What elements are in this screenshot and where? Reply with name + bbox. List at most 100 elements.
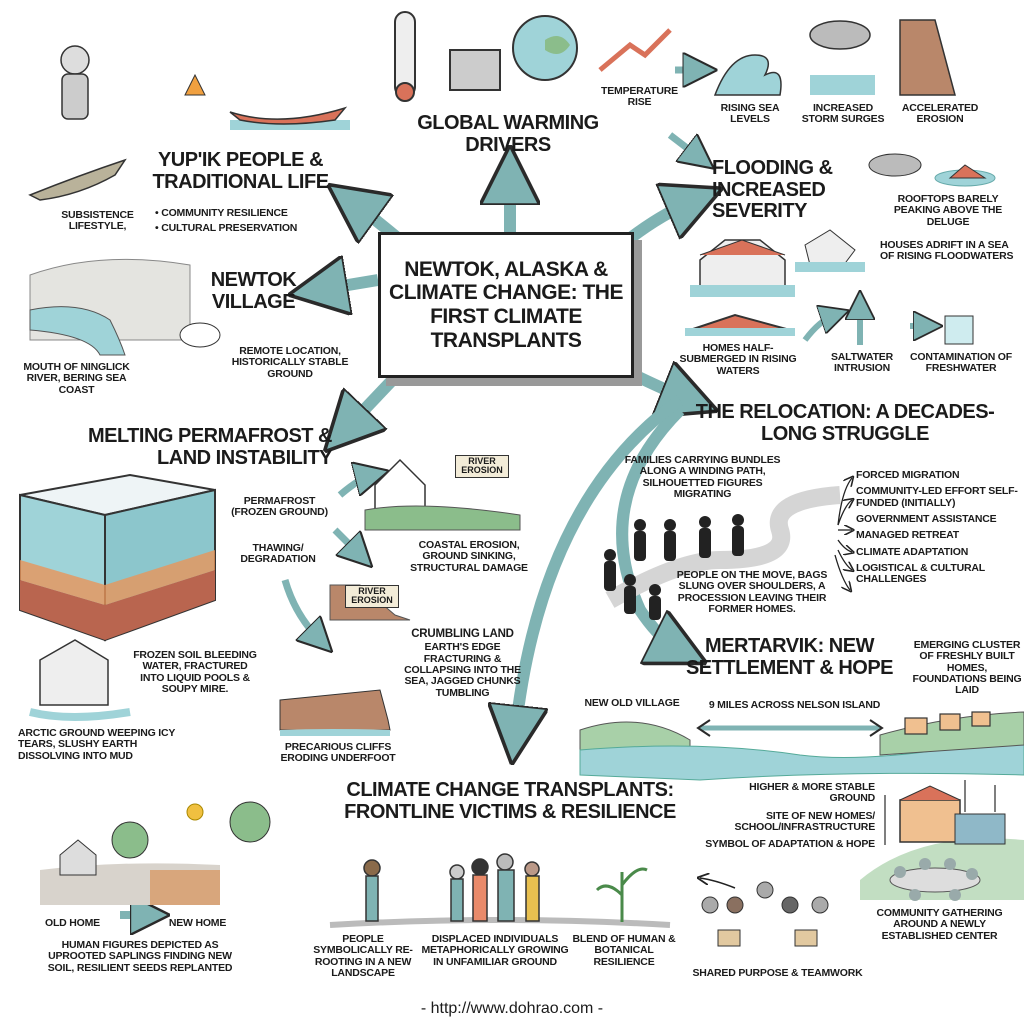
community-gathering-label: Community gathering around a newly estab… (876, 907, 1003, 942)
arrow-to-newtok (318, 280, 379, 290)
yupik-person-icon (60, 45, 90, 75)
contamination-label: Contamination of freshwater (910, 351, 1012, 375)
crumbling-cliff-icon (279, 689, 391, 731)
yupik-bullet-1: • Community Resilience (155, 207, 288, 219)
top-scenes (28, 11, 956, 201)
arrow-to-permafrost (345, 367, 405, 430)
melting-house-icon (39, 639, 109, 706)
symbol-hope-label: Symbol of adaptation & hope (705, 838, 875, 851)
emerging-homes-label: Emerging cluster of freshly built homes,… (912, 639, 1022, 697)
footer-url: - http://www.dohrao.com - (420, 1000, 604, 1017)
crumbling-land-label: Earth's edge fracturing & collapsing int… (404, 641, 521, 699)
transplants-title: Climate Change Transplants: Frontline Vi… (344, 779, 676, 823)
community-figures-icon (894, 858, 978, 901)
arrow-to-relocation (625, 372, 690, 400)
relocation-fan-arrows (834, 478, 852, 590)
wave-icon (713, 54, 782, 96)
central-title: Newtok, Alaska & Climate Change: The Fir… (389, 257, 623, 352)
arrow-drivers-flooding (667, 132, 700, 158)
people-moving-label: People on the move, bags slung over shou… (676, 569, 828, 615)
thought-bubble-house-icon (179, 322, 221, 348)
arrow-perm-1 (337, 475, 372, 498)
eroding-cliff-icon (899, 19, 956, 96)
coastal-erosion-label: Coastal erosion, ground sinking, structu… (410, 539, 528, 574)
frozen-soil-label: Frozen soil bleeding water, fractured in… (133, 649, 257, 695)
temperature-rise-label: Temperature Rise (601, 85, 678, 109)
arrow-to-flooding (624, 200, 695, 245)
school-building-icon (899, 799, 961, 843)
relocation-item-government: Government Assistance (856, 512, 997, 525)
river-erosion-sign-2: River Erosion (345, 585, 399, 608)
kayak-icon (229, 106, 348, 125)
permafrost-frozen-label: Permafrost (Frozen Ground) (231, 495, 328, 519)
homes-submerged-label: Homes half-submerged in rising waters (679, 342, 797, 377)
saplings-label: Human figures depicted as uprooted sapli… (47, 939, 233, 974)
thawing-label: Thawing/ Degradation (240, 542, 316, 566)
gathering-table-icon (889, 867, 981, 893)
subsistence-label: Subsistence Lifestyle, (61, 209, 134, 233)
arrow-perm-3 (281, 579, 320, 640)
crumbling-land-group: Crumbling Land Earth's edge fracturing &… (395, 628, 530, 699)
wind-turbine-icon (884, 780, 996, 845)
relocation-path-scene (604, 486, 841, 620)
yupik-bullets: • Community Resilience • Cultural Preser… (155, 207, 340, 235)
migrating-figures (604, 514, 744, 620)
old-village-label: New Old Village (584, 697, 680, 709)
adrift-house-icon (804, 229, 856, 271)
arrow-perm-2 (332, 527, 360, 555)
flooding-scene (685, 153, 996, 345)
newtok-location-label: Mouth of Ninglick River, Bering Sea Coas… (23, 361, 130, 396)
replanted-tree-icon (229, 801, 271, 843)
central-title-box: Newtok, Alaska & Climate Change: The Fir… (378, 232, 634, 378)
relocation-item-challenges: Logistical & Cultural Challenges (856, 561, 985, 586)
remote-location-label: Remote location, historically stable gro… (231, 345, 349, 380)
arrow-to-transplants (515, 395, 684, 735)
relocation-items-list: Forced Migration Community-Led Effort Se… (856, 469, 1021, 586)
storm-surges-label: Increased Storm Surges (801, 102, 885, 126)
higher-ground-label: Higher & more stable ground (749, 781, 875, 805)
transplants-scene (40, 801, 671, 928)
site-new-homes-label: Site of new homes/ school/infrastructure (734, 809, 876, 833)
displaced-label: Displaced individuals metaphorically gro… (421, 933, 569, 968)
connector-arrows (120, 70, 928, 915)
rerooting-label: People symbolically re-rooting in a new … (313, 933, 413, 979)
old-home-icon (59, 839, 97, 876)
infrastructure-building-icon (954, 813, 1006, 845)
relocation-item-forced-migration: Forced Migration (856, 469, 960, 481)
permafrost-title: Melting Permafrost & Land Instability (87, 425, 333, 469)
submerged-roof-icon (689, 313, 791, 331)
storm-cloud-icon (809, 20, 871, 50)
water-glass-icon (944, 315, 974, 345)
winding-path (605, 486, 841, 608)
distance-arrow (696, 719, 884, 737)
storm-cloud-icon (868, 153, 922, 177)
accelerated-erosion-label: Accelerated Erosion (901, 102, 979, 126)
crumbling-land-title: Crumbling Land (411, 628, 514, 640)
uprooted-tree-icon (111, 821, 149, 859)
arctic-ground-label: Arctic ground weeping icy tears, slushy … (18, 727, 175, 762)
mertarvik-site-labels: Higher & more stable ground Site of new … (705, 781, 876, 851)
river-erosion-sign: River Erosion (455, 455, 509, 478)
permafrost-scene (19, 458, 521, 736)
yupik-title: Yup'ik People & Traditional Life (152, 149, 329, 193)
global-warming-title: Global Warming Drivers (417, 112, 599, 156)
relocation-item-managed-retreat: Managed Retreat (856, 529, 959, 542)
rooftops-label: Rooftops barely peaking above the deluge (893, 193, 1003, 228)
campfire-icon (184, 73, 206, 96)
rooftop-icon (948, 164, 987, 179)
cracked-house-icon (374, 458, 426, 511)
new-home-label: New Home (168, 917, 227, 929)
teamwork-figures-icon (701, 881, 829, 947)
kayak-person-icon (28, 158, 127, 201)
mertarvik-scene (579, 711, 1024, 947)
newtok-village-scene (29, 258, 221, 356)
arrow-flood-1 (802, 315, 835, 342)
flooding-title: Flooding & Increased Severity (712, 157, 833, 223)
factory-icon (449, 49, 501, 91)
relocation-item-climate-adaptation: Climate Adaptation (856, 545, 969, 558)
precarious-cliffs-label: Precarious cliffs eroding underfoot (280, 741, 396, 765)
saltwater-label: Saltwater intrusion (831, 351, 893, 375)
teamwork-label: Shared purpose & teamwork (692, 967, 863, 979)
old-home-label: Old Home (45, 917, 100, 929)
distance-label: 9 Miles Across Nelson Island (708, 699, 881, 711)
